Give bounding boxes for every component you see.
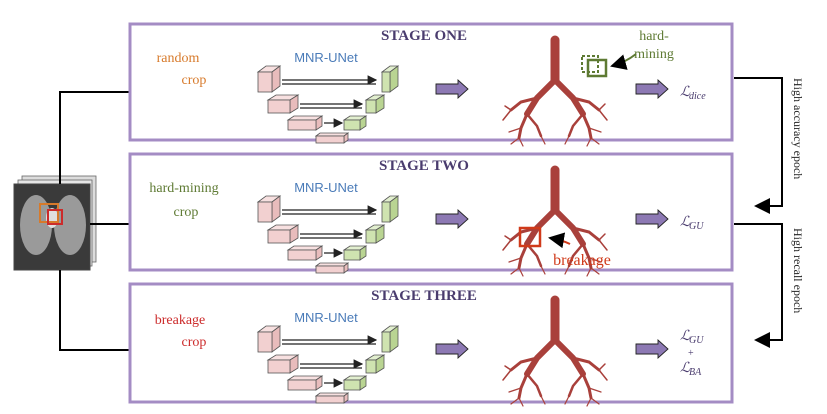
stage-two-loss-symbol: ℒ — [680, 215, 691, 230]
stage-one-title: STAGE ONE — [381, 28, 467, 44]
breakage-label: breakage — [553, 252, 611, 269]
stage-three-title: STAGE THREE — [371, 288, 477, 304]
hard-mining-pointer — [610, 53, 637, 70]
hard-mining-dashed-box — [581, 55, 599, 73]
stage-three-loss-symbol: ℒ — [680, 329, 691, 344]
hard-mining-label-2: mining — [634, 47, 674, 62]
stage-three-crop-label-2: crop — [182, 335, 207, 350]
stage-one-loss-symbol: ℒ — [680, 85, 691, 100]
stage-one-crop-label-1: random — [157, 51, 200, 66]
stage-three-loss2-subscript: BA — [689, 367, 702, 378]
ct-scan-stack — [13, 175, 97, 271]
stage-two-network-label: MNR-UNet — [294, 180, 358, 195]
hard-mining-label-1: hard- — [639, 29, 669, 44]
stage-two-loss-subscript: GU — [689, 221, 704, 232]
stage-one-network-label: MNR-UNet — [294, 50, 358, 65]
stage-two-loss: ℒ GU — [680, 215, 704, 232]
stage-two-box — [128, 152, 734, 272]
feedback-arrows — [734, 77, 783, 348]
stage-three-box — [128, 282, 734, 404]
stage-one-box — [128, 22, 734, 142]
breakage-box — [518, 226, 542, 248]
stage-two-crop-label-1: hard-mining — [149, 181, 218, 196]
high-accuracy-arrow — [734, 77, 783, 214]
breakage-crop-box — [47, 209, 63, 225]
stage-one-crop-label-2: crop — [182, 73, 207, 88]
hard-mining-box — [586, 58, 608, 78]
stage-three-loss-plus: + — [688, 348, 694, 359]
stage-two-title: STAGE TWO — [379, 158, 469, 174]
stage-one-loss: ℒ dice — [680, 85, 706, 102]
high-recall-epoch-label: High recall epoch — [791, 228, 805, 313]
high-recall-arrow — [734, 223, 783, 348]
breakage-pointer — [548, 232, 571, 249]
high-accuracy-epoch-label: High accuracy epoch — [791, 78, 805, 179]
stage-three-loss2-symbol: ℒ — [680, 361, 691, 376]
stage-one-loss-subscript: dice — [689, 91, 706, 102]
stage-two-crop-label-2: crop — [174, 205, 199, 220]
stage-three-loss-subscript: GU — [689, 335, 704, 346]
stage-three-loss: ℒ GU + ℒ BA — [680, 329, 704, 378]
stage-three-crop-label-1: breakage — [155, 313, 206, 328]
stage-three-network-label: MNR-UNet — [294, 310, 358, 325]
